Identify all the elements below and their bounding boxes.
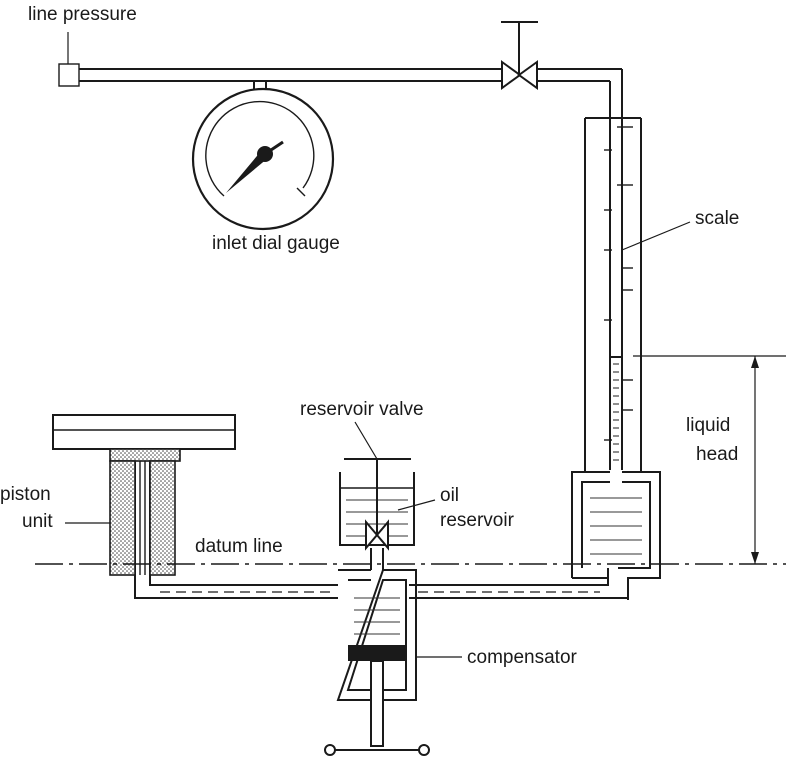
label-datum-line: datum line	[195, 536, 283, 557]
oil-reservoir-leader	[397, 499, 436, 511]
label-oil-reservoir-line2: reservoir	[440, 510, 515, 531]
inlet-dial-gauge	[191, 81, 335, 231]
label-line-pressure: line pressure	[28, 4, 137, 25]
reservoir-valve	[344, 458, 411, 570]
inlet-valve	[501, 21, 538, 90]
scale-leader	[621, 221, 691, 251]
label-compensator: compensator	[467, 647, 578, 668]
liquid-head-dimension	[633, 355, 786, 564]
reservoir-valve-leader	[354, 421, 378, 460]
liquid-chamber	[571, 471, 661, 600]
line-pressure-connector	[58, 63, 80, 87]
label-scale: scale	[695, 208, 739, 229]
label-liquid-head-line1: liquid	[686, 415, 730, 436]
compensator	[324, 569, 430, 756]
piston-unit	[52, 414, 236, 576]
label-reservoir-valve: reservoir valve	[300, 399, 424, 420]
label-liquid-head-line2: head	[696, 444, 738, 465]
label-inlet-dial-gauge: inlet dial gauge	[212, 233, 340, 254]
scale-liquid-fill	[613, 363, 619, 461]
chamber-liquid-lines	[590, 497, 642, 555]
label-piston-unit-line2: unit	[22, 511, 53, 532]
top-pipe	[79, 68, 623, 470]
label-oil-reservoir-line1: oil	[440, 485, 459, 506]
scale-tube	[584, 117, 642, 472]
label-piston-unit-line1: piston	[0, 484, 51, 505]
scale-ticks	[604, 126, 633, 441]
